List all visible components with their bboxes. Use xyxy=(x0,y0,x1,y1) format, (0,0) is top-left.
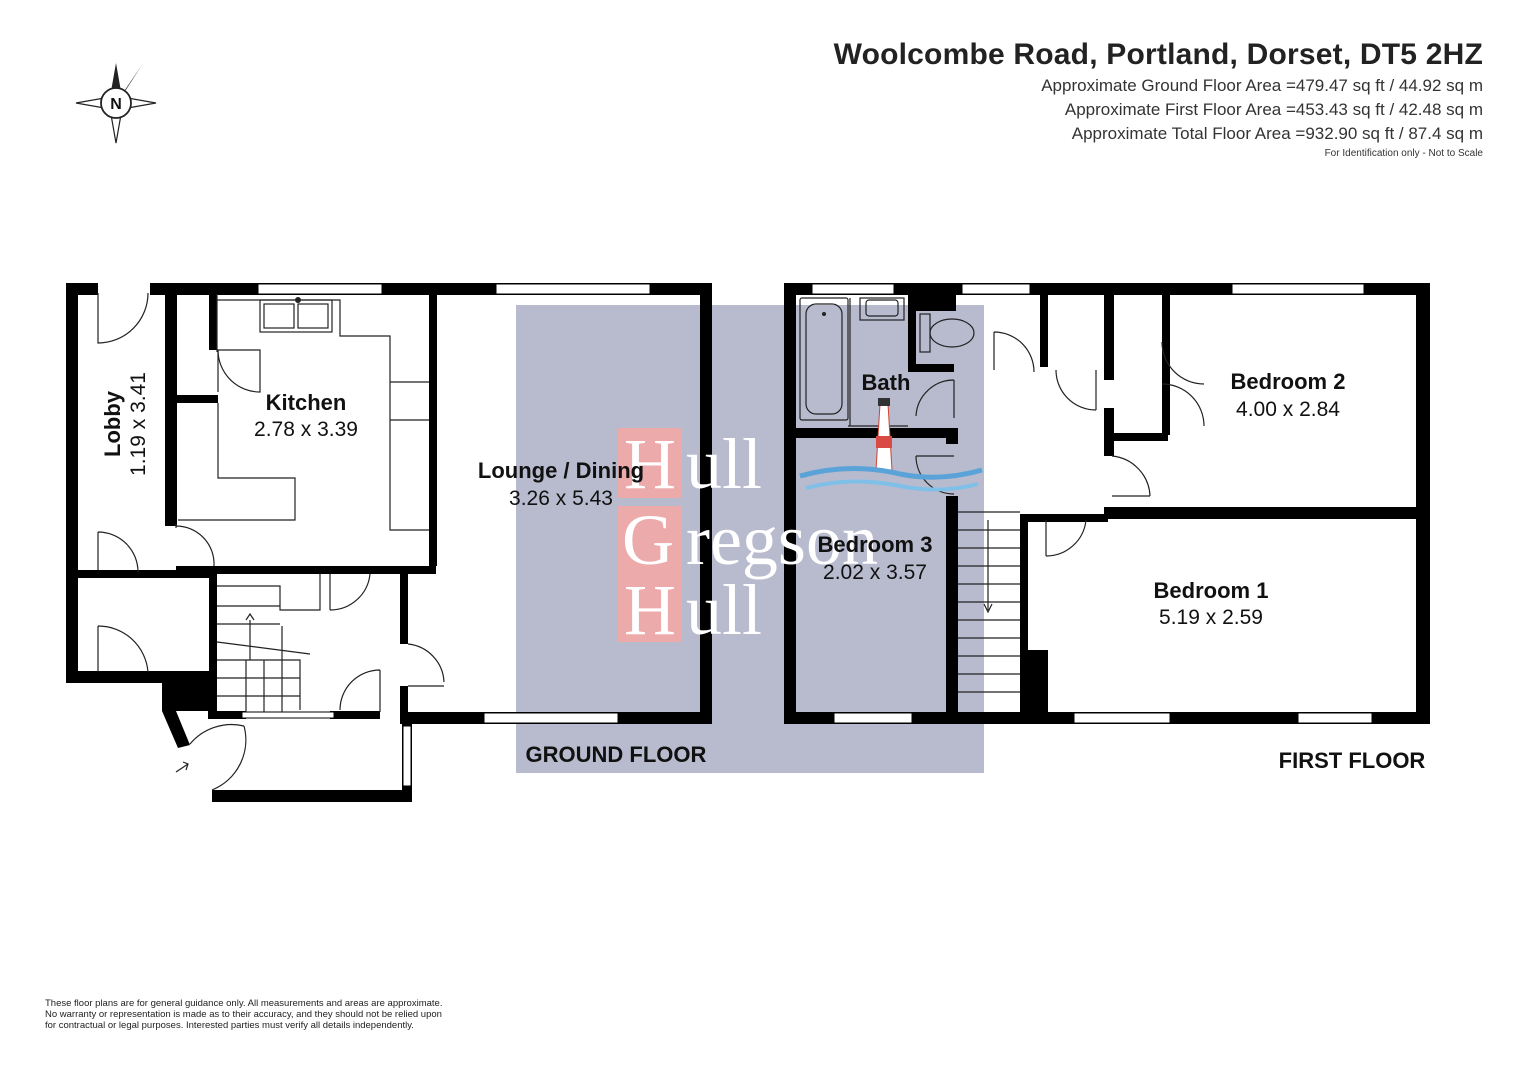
bedroom2-dims: 4.00 x 2.84 xyxy=(1236,398,1340,421)
lobby-name: Lobby xyxy=(100,390,125,457)
disclaimer-line-1: These floor plans are for general guidan… xyxy=(45,998,443,1009)
bedroom3-name: Bedroom 3 xyxy=(818,532,933,557)
lobby-dims: 1.19 x 3.41 xyxy=(127,372,150,476)
watermark-h-initial-2: H xyxy=(624,570,676,650)
bath-name: Bath xyxy=(862,370,911,395)
bedroom1-name: Bedroom 1 xyxy=(1154,578,1269,603)
property-address: Woolcombe Road, Portland, Dorset, DT5 2H… xyxy=(833,38,1483,71)
watermark-h-initial: H xyxy=(624,424,676,504)
watermark-regson: regson xyxy=(686,500,878,580)
bedroom2-name: Bedroom 2 xyxy=(1231,369,1346,394)
disclaimer-line-2: No warranty or representation is made as… xyxy=(45,1009,442,1020)
disclaimer: These floor plans are for general guidan… xyxy=(45,998,505,1031)
watermark-g-initial: G xyxy=(622,500,674,580)
bedroom1-dims: 5.19 x 2.59 xyxy=(1159,606,1263,629)
bedroom3-dims: 2.02 x 3.57 xyxy=(823,561,927,584)
ground-floor-label: GROUND FLOOR xyxy=(526,742,707,767)
compass-icon: N xyxy=(75,63,157,144)
lighthouse-icon xyxy=(799,398,983,492)
watermark-logo: H ull G regson H ull xyxy=(618,398,983,650)
kitchen-dims: 2.78 x 3.39 xyxy=(254,418,358,441)
ground-floor-plan xyxy=(66,283,712,802)
scale-note: For Identification only - Not to Scale xyxy=(1324,148,1483,159)
first-floor-area: Approximate First Floor Area =453.43 sq … xyxy=(1064,100,1483,119)
compass-letter: N xyxy=(110,96,122,113)
lounge-dims: 3.26 x 5.43 xyxy=(509,487,613,510)
first-floor-label: FIRST FLOOR xyxy=(1279,748,1426,773)
total-floor-area: Approximate Total Floor Area =932.90 sq … xyxy=(1071,124,1483,143)
kitchen-name: Kitchen xyxy=(266,390,347,415)
disclaimer-line-3: for contractual or legal purposes. Inter… xyxy=(45,1020,414,1031)
first-floor-plan xyxy=(784,283,1430,724)
watermark-band xyxy=(516,305,984,773)
watermark-ull-2: ull xyxy=(686,570,762,650)
ground-floor-area: Approximate Ground Floor Area =479.47 sq… xyxy=(1041,76,1483,95)
plan-header: Woolcombe Road, Portland, Dorset, DT5 2H… xyxy=(834,38,1483,159)
watermark-ull-1: ull xyxy=(686,424,762,504)
lounge-name: Lounge / Dining xyxy=(478,458,644,483)
